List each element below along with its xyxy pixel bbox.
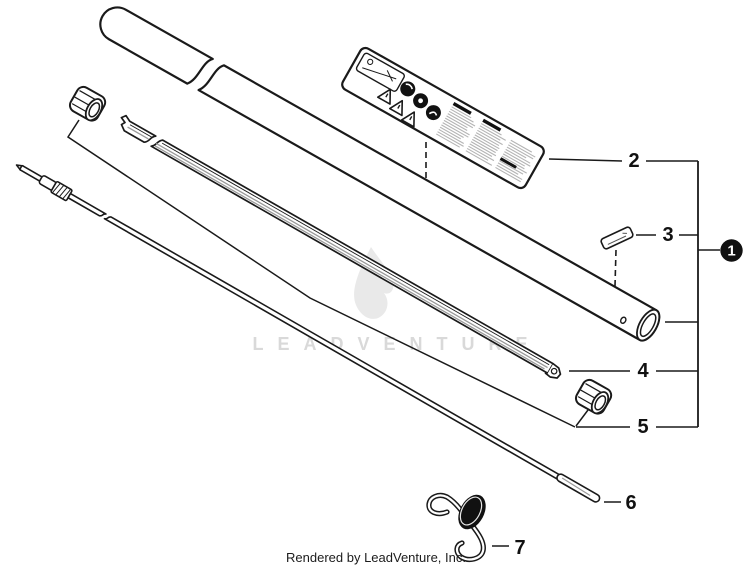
warning-label-headers [452,102,517,169]
assembly-callout-badge[interactable]: 1 [720,239,743,262]
drive-shaft-housing-tube [99,6,661,342]
housing-tube-mounting-hole [619,316,627,324]
warning-label-illustration [362,58,397,82]
callout-2[interactable]: 2 [628,150,639,172]
housing-tube-upper-segment [99,6,214,85]
housing-bushing-lower [572,376,615,418]
bushing-leader-line [66,119,576,428]
bushing-leader-line-lower [575,409,589,427]
hanger-hook [426,492,486,563]
warning-label-triangles [376,88,415,128]
liner-tube-spline-end [544,363,562,379]
liner-tube-end-bore [550,367,558,375]
warning-label-illustration-box [355,52,405,92]
housing-tube-open-end-rim [636,308,661,342]
warning-label-pictogram-circles [400,81,441,121]
callout-7[interactable]: 7 [514,537,525,559]
model-decal-placement-dash [614,249,617,287]
model-decal-outline [600,226,634,250]
callout-leader-lines [492,158,720,547]
callout-6[interactable]: 6 [625,492,636,514]
callout-4[interactable]: 4 [637,360,649,382]
warning-label-text-noise [436,106,536,183]
liner-tube-upper-segment [120,114,157,144]
callout-5[interactable]: 5 [637,416,648,438]
callout-3[interactable]: 3 [662,224,673,246]
hook-rubber-pad [458,494,486,530]
warning-label-decal [341,46,545,190]
shaft-upper-segment [67,192,107,217]
housing-bushing-upper [66,83,109,125]
footer-credit-text: Rendered by LeadVenture, Inc. [286,550,466,565]
housing-tube-open-end-bore [639,313,657,338]
liner-tube-flutes [127,124,550,370]
assembly-callout-number: 1 [727,243,735,260]
liner-tube [120,114,562,379]
shaft-lower-segment [103,216,562,481]
flexible-drive-shaft [15,164,601,503]
hook-pad-highlight [459,496,483,526]
shaft-spline-hatching [52,183,71,199]
model-decal [600,226,634,250]
